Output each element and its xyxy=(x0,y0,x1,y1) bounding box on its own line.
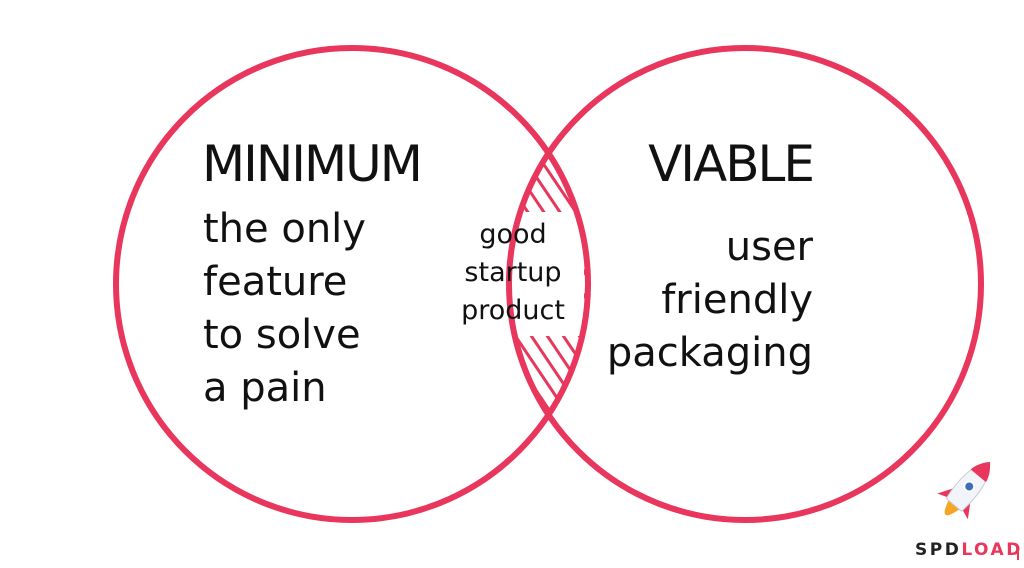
logo-text-dark: SPD xyxy=(915,540,961,560)
intersection-line-3: product xyxy=(461,295,565,326)
rocket-icon xyxy=(937,461,991,520)
left-circle-title: MINIMUM xyxy=(202,135,421,193)
right-circle xyxy=(506,45,984,523)
hatch-line xyxy=(844,40,1024,530)
left-circle-line-1: the only xyxy=(203,206,366,252)
hatch-line xyxy=(908,40,1024,530)
intersection-line-2: startup xyxy=(464,257,561,288)
hatch-line xyxy=(860,40,1024,530)
left-circle-line-3: to solve xyxy=(203,312,361,358)
left-circle-line-2: feature xyxy=(203,259,347,305)
right-circle-title: VIABLE xyxy=(648,135,813,193)
intersection-line-1: good xyxy=(479,219,546,250)
hatch-line xyxy=(828,40,1024,530)
logo-wordmark: SPDLOAD xyxy=(915,540,1023,560)
right-circle-line-1: user xyxy=(726,224,814,270)
hatch-line xyxy=(924,40,1024,530)
right-circle-line-3: packaging xyxy=(607,330,813,376)
logo-text-accent: LOAD xyxy=(961,540,1023,560)
left-circle-line-4: a pain xyxy=(203,365,327,411)
right-circle-line-2: friendly xyxy=(661,277,813,323)
hatch-line xyxy=(876,40,1024,530)
hatch-line xyxy=(812,40,1024,530)
spdload-logo: SPDLOAD xyxy=(915,461,1023,560)
left-circle xyxy=(113,45,591,523)
